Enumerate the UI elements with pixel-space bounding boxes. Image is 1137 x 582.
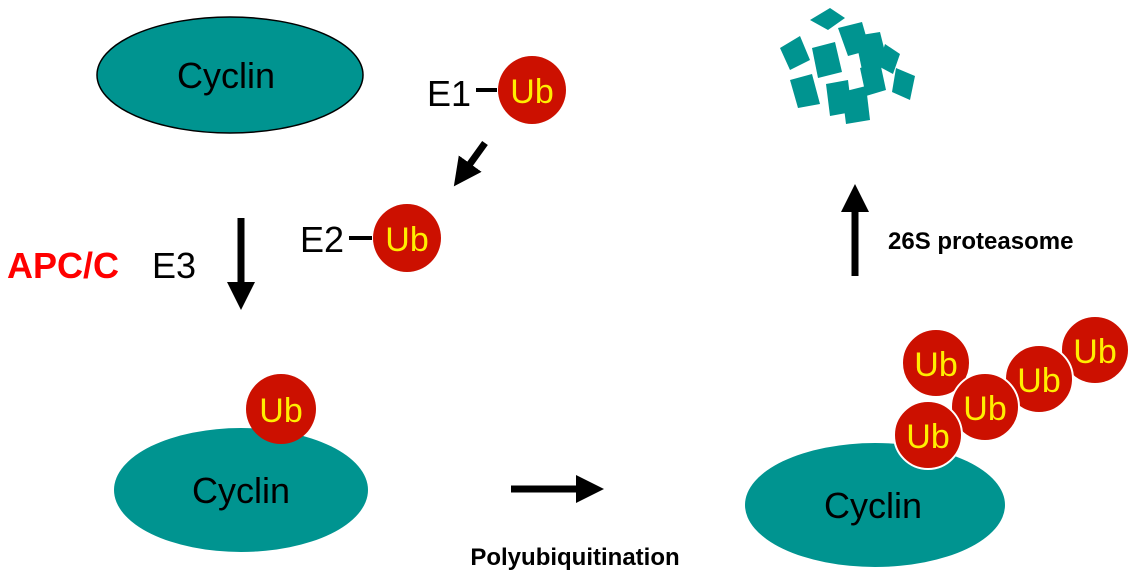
ub-chain-1 [901,328,971,398]
cyclin-top-ellipse [96,16,364,134]
proteasome-label: 26S proteasome [888,228,1073,255]
e1-label: E1 [427,73,471,114]
e2-ub-group: E2 Ub [300,204,441,272]
apc-label: APC/C [7,245,119,286]
ub-chain-5-label: Ub [906,418,949,456]
cyclin-mono-ub: Cyclin Ub [114,374,368,552]
cyclin-top: Cyclin [96,16,364,134]
ub-chain-2-label: Ub [1073,333,1116,371]
ub-e1-label: Ub [510,73,553,111]
ub-chain-2 [1060,315,1130,385]
polyubiquitination-label: Polyubiquitination [470,544,679,571]
e1-ub-group: E1 Ub [427,56,566,124]
arrow-icon [453,140,488,187]
e3-label: E3 [152,245,196,286]
ub-chain-4 [950,372,1020,442]
ub-chain-3-label: Ub [1017,362,1060,400]
cyclin-mid-label: Cyclin [192,470,290,511]
cyclin-right-ellipse [745,443,1005,567]
cyclin-mid-ellipse [114,428,368,552]
ub-chain-4-label: Ub [963,390,1006,428]
ub-mono-label: Ub [259,392,302,430]
ub-chain-5 [893,400,963,470]
cyclin-poly-ub: Cyclin Ub Ub Ub Ub Ub [745,315,1130,567]
ub-e2-label: Ub [385,221,428,259]
ub-e1 [498,56,566,124]
ub-chain-1-label: Ub [914,346,957,384]
ub-e2 [373,204,441,272]
e2-label: E2 [300,219,344,260]
cyclin-right-label: Cyclin [824,485,922,526]
cyclin-top-label: Cyclin [177,55,275,96]
ub-mono [246,374,316,444]
degraded-protein-fragments-icon [780,8,915,124]
